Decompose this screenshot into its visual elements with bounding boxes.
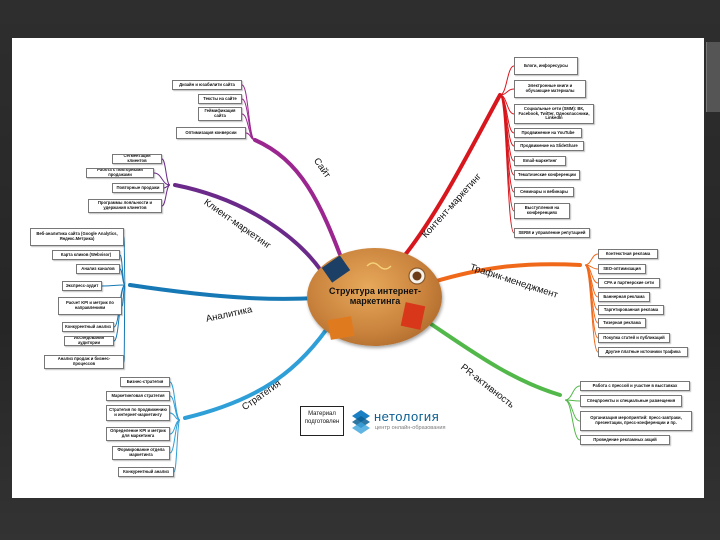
mindmap-node: Другие платные источники трафика — [598, 347, 688, 357]
mindmap-node: Расчет KPI и метрик по направлениям — [58, 297, 122, 315]
mindmap-node: Спецпроекты и специальные размещения — [580, 395, 682, 407]
node-connector — [169, 419, 181, 454]
node-connector — [123, 284, 126, 363]
mindmap-node: Веб-аналитика сайта (Google Analytics, Я… — [30, 228, 124, 246]
mindmap-node: Работа с прессой и участие в выставках — [580, 381, 690, 391]
node-connector — [245, 132, 256, 141]
mindmap-node: Тексты на сайте — [198, 94, 242, 104]
slide-scrollbar[interactable] — [706, 42, 720, 112]
mindmap-node: Таргетированная реклама — [598, 305, 664, 315]
node-connector — [499, 65, 515, 96]
mindmap-node: Оптимизация конверсии — [176, 127, 246, 139]
mindmap-node: Продвижение на YouTube — [514, 128, 582, 138]
book-icon — [321, 255, 351, 283]
branch-connector — [253, 138, 347, 270]
node-connector — [564, 399, 581, 441]
mindmap-node: Бизнес-стратегия — [120, 377, 170, 387]
branch-connector — [423, 318, 562, 397]
mindmap-node: Покупка статей и публикаций — [598, 333, 670, 343]
sketch-icon — [366, 262, 392, 270]
mindmap-node: Повторные продажи — [112, 183, 164, 193]
mindmap-node: Проведение рекламных акций — [580, 435, 670, 445]
mindmap-node: Маркетинговая стратегия — [106, 391, 170, 401]
mindmap-node: Конкурентный анализ — [118, 467, 174, 477]
mindmap-node: Исследования аудитории — [64, 336, 114, 346]
mindmap-node: Работа с повторными продажами — [86, 168, 154, 178]
logo-name: нетология — [374, 409, 440, 424]
node-connector — [499, 94, 515, 234]
mindmap-node: SEO-оптимизация — [598, 264, 646, 274]
mindmap-node: Блоги, инфоресурсы — [514, 57, 578, 75]
mindmap-node: Формирование отдела маркетинга — [112, 446, 170, 460]
mindmap-node: Баннерная реклама — [598, 292, 650, 302]
mindmap-node: Конкурентный анализ — [62, 322, 114, 332]
mindmap-node: Выступления на конференциях — [514, 203, 570, 219]
logo-stamp: Материал подготовлен — [300, 406, 344, 436]
mindmap-node: Электронные книги и обучающие материалы — [514, 80, 586, 98]
mindmap-node: Контекстная реклама — [598, 249, 658, 259]
center-wooden-disc — [307, 248, 442, 346]
mindmap-node: Определение KPI и метрик для маркетинга — [106, 427, 170, 441]
mindmap-node: Продвижение на SlideShare — [514, 141, 584, 151]
notebook-icon — [327, 316, 355, 340]
branch-connector — [183, 318, 335, 420]
mindmap-node: Тематические конференции — [514, 170, 580, 180]
mindmap-node: Стратегия по продвижению и интернет-марк… — [106, 405, 170, 421]
center-decoration — [321, 255, 426, 340]
center-title: Структура интернет- маркетинга — [329, 286, 421, 307]
node-connector — [169, 381, 181, 421]
mindmap-node: Семинары и вебинары — [514, 187, 574, 197]
node-connector — [584, 264, 599, 353]
mindmap-node: CPA и партнерские сети — [598, 278, 660, 288]
node-connector — [101, 284, 126, 287]
node-connector — [173, 419, 181, 473]
mindmap-node: SERM и управление репутацией — [514, 228, 590, 238]
mindmap-node: Анализ продаж и бизнес-процессов — [44, 355, 124, 369]
mindmap-node: Дизайн и юзабилити сайта — [172, 80, 242, 90]
logo-tagline: центр онлайн-образования — [375, 425, 446, 431]
mindmap-node: Организация мероприятий: пресс-завтраки,… — [580, 411, 692, 431]
branch-connector — [173, 183, 324, 274]
mindmap-node: Программы лояльности и удержания клиенто… — [88, 199, 162, 213]
node-connector — [161, 184, 171, 207]
node-connector — [584, 264, 599, 339]
mindmap-node: Геймификация сайта — [198, 107, 242, 121]
branch-connector — [431, 262, 582, 284]
mindmap-node: Экспресс-аудит — [62, 281, 102, 291]
node-connector — [161, 158, 171, 186]
mindmap-node: Email-маркетинг — [514, 156, 566, 166]
mindmap-node: Сегментация клиентов — [112, 154, 162, 164]
node-connector — [564, 385, 581, 401]
node-connector — [153, 172, 171, 186]
coffee-icon — [412, 271, 422, 281]
node-connector — [584, 253, 599, 266]
folder-icon — [400, 302, 426, 330]
branch-connector — [128, 283, 320, 301]
node-connector — [123, 236, 126, 286]
branch-connector — [403, 93, 502, 257]
mindmap-node: Тизерная реклама — [598, 318, 646, 328]
mindmap-node: Анализ каналов — [76, 264, 120, 274]
mindmap-node: Карта кликов (Webvisor) — [52, 250, 120, 260]
netology-logo-icon — [352, 410, 370, 434]
mindmap-node: Социальные сети (SMM): ВК, Facebook, Twi… — [514, 104, 594, 124]
